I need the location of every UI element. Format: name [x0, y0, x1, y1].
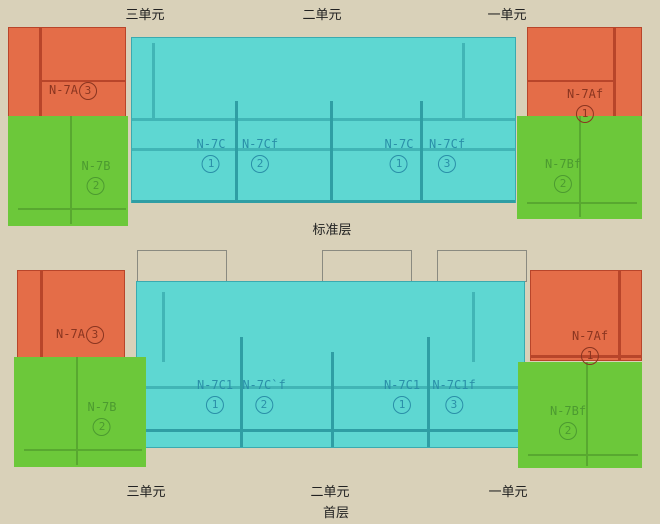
ground-block-a-left: [17, 270, 125, 358]
ground-block-c: [136, 281, 525, 448]
unit-2-footer: 二单元: [310, 485, 350, 500]
unit-2-header: 二单元: [302, 8, 342, 23]
entrance-outline: [322, 250, 412, 282]
unit-3-footer: 三单元: [126, 485, 166, 500]
unit-1-footer: 一单元: [488, 485, 528, 500]
standard-block-a-right: [527, 27, 642, 118]
entrance-outline: [437, 250, 527, 282]
ground-floor-title: 首层: [322, 506, 350, 521]
ground-block-b-left: [14, 357, 146, 467]
unit-3-header: 三单元: [125, 8, 165, 23]
standard-block-b-left: [8, 116, 128, 226]
unit-1-header: 一单元: [487, 8, 527, 23]
standard-floor-title: 标准层: [312, 223, 352, 238]
standard-block-c: [131, 37, 516, 203]
ground-block-a-right: [530, 270, 642, 361]
entrance-outline: [137, 250, 227, 282]
ground-block-b-right: [518, 362, 642, 468]
standard-block-b-right: [517, 116, 642, 219]
standard-block-a-left: [8, 27, 126, 118]
